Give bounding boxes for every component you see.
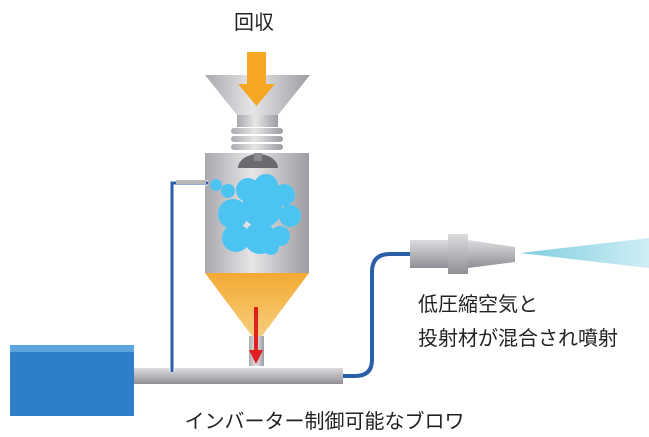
media-hopper-cone bbox=[205, 273, 309, 336]
media-flow-arrow-head bbox=[249, 350, 263, 364]
bellows-ring bbox=[231, 136, 283, 142]
nozzle-collar bbox=[448, 234, 468, 274]
bypass-air-pipe-line bbox=[170, 181, 208, 372]
nozzle-body bbox=[410, 240, 448, 268]
funnel-neck bbox=[237, 115, 278, 127]
air-description-line1: 低圧縮空気と bbox=[418, 292, 538, 316]
blower-top bbox=[10, 345, 134, 352]
bellows-ring bbox=[231, 128, 283, 134]
collect-arrow bbox=[238, 52, 275, 106]
air-description-line2: 投射材が混合され噴射 bbox=[418, 326, 618, 350]
nozzle-tip bbox=[468, 240, 515, 268]
bypass-pipe-outer bbox=[176, 180, 206, 184]
bellows-ring bbox=[231, 144, 283, 150]
spray-jet bbox=[520, 238, 649, 268]
media-flow-arrow-shaft bbox=[254, 307, 258, 355]
blower-label: インバーター制御可能なブロワ bbox=[184, 409, 465, 433]
blower-box bbox=[10, 352, 134, 416]
tank-dome-stem bbox=[254, 153, 262, 161]
media-particles bbox=[210, 174, 301, 255]
collect-label: 回収 bbox=[234, 10, 274, 34]
air-hose bbox=[343, 252, 412, 378]
main-pipe bbox=[132, 368, 343, 384]
bypass-air-pipe bbox=[169, 180, 208, 372]
